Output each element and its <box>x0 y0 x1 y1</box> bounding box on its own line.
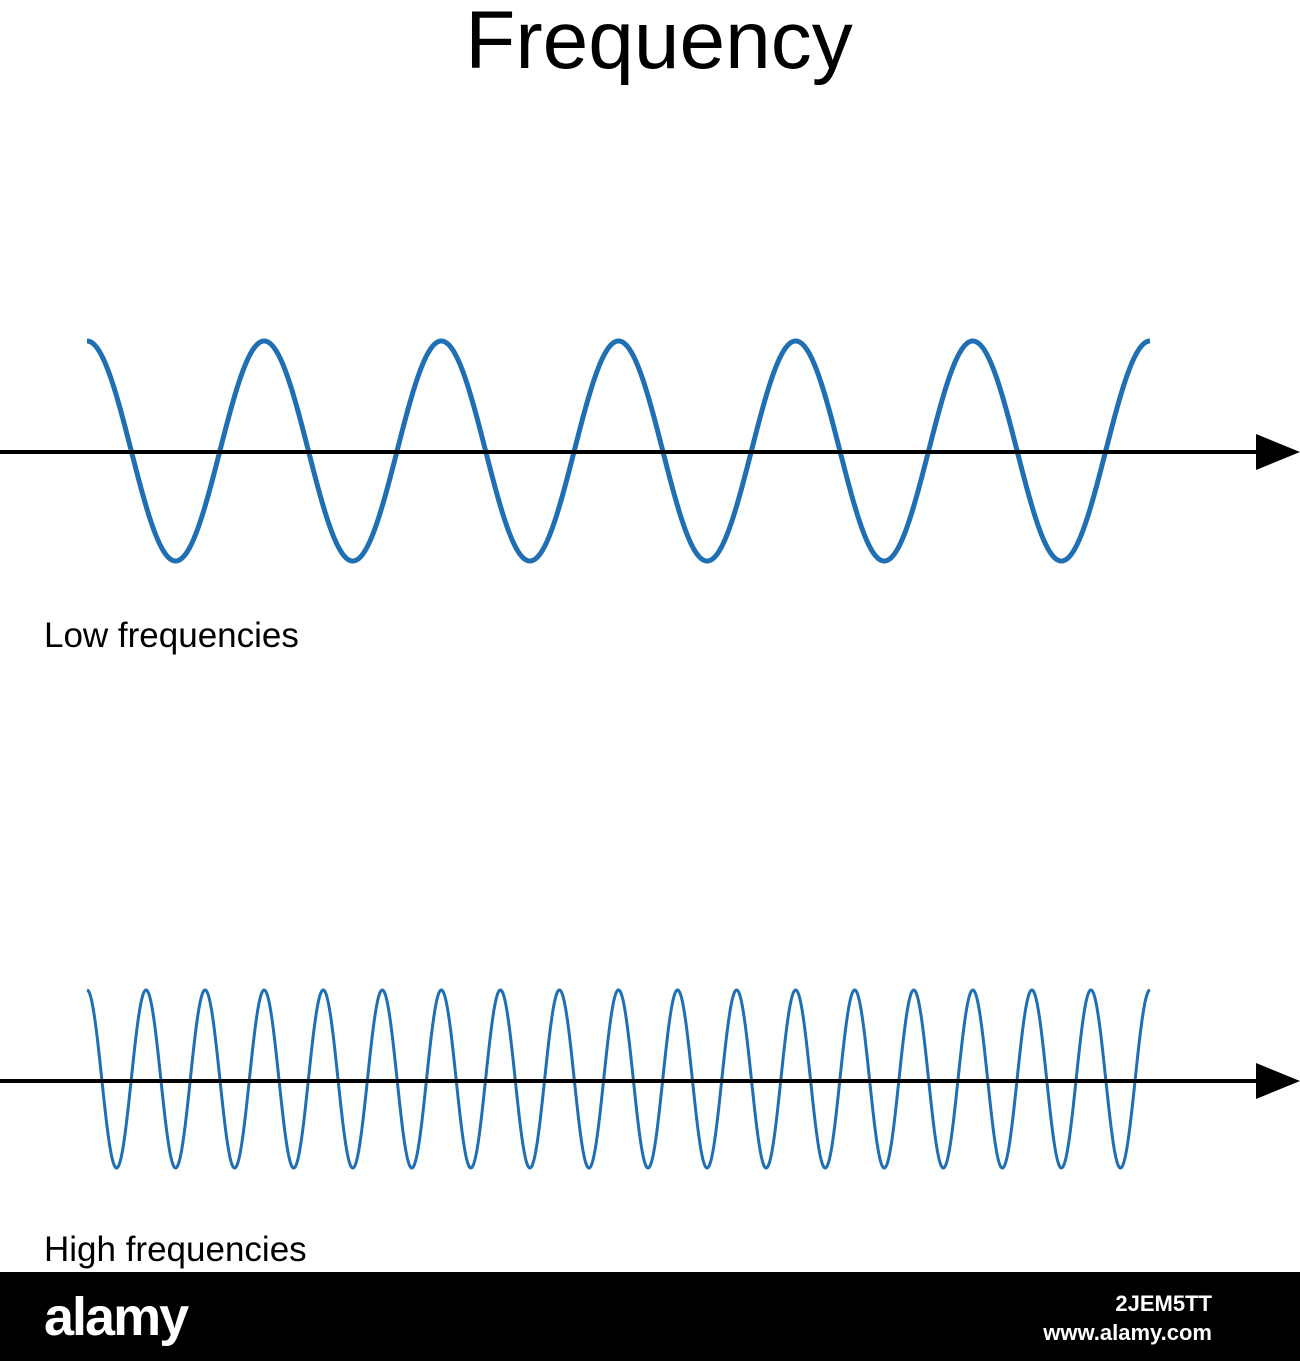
low-frequencies-label: Low frequencies <box>44 616 299 655</box>
high-frequency-wave <box>86 988 1151 1170</box>
low-frequency-wave <box>86 338 1151 564</box>
high-frequencies-label: High frequencies <box>44 1230 307 1269</box>
watermark-image-id: 2JEM5TT <box>1115 1291 1212 1316</box>
watermark-bar <box>0 1272 1300 1361</box>
watermark-logo: alamy <box>44 1287 189 1347</box>
watermark-site: www.alamy.com <box>1043 1320 1212 1345</box>
waves-canvas <box>0 338 1300 1170</box>
diagram-title: Frequency <box>465 0 853 86</box>
